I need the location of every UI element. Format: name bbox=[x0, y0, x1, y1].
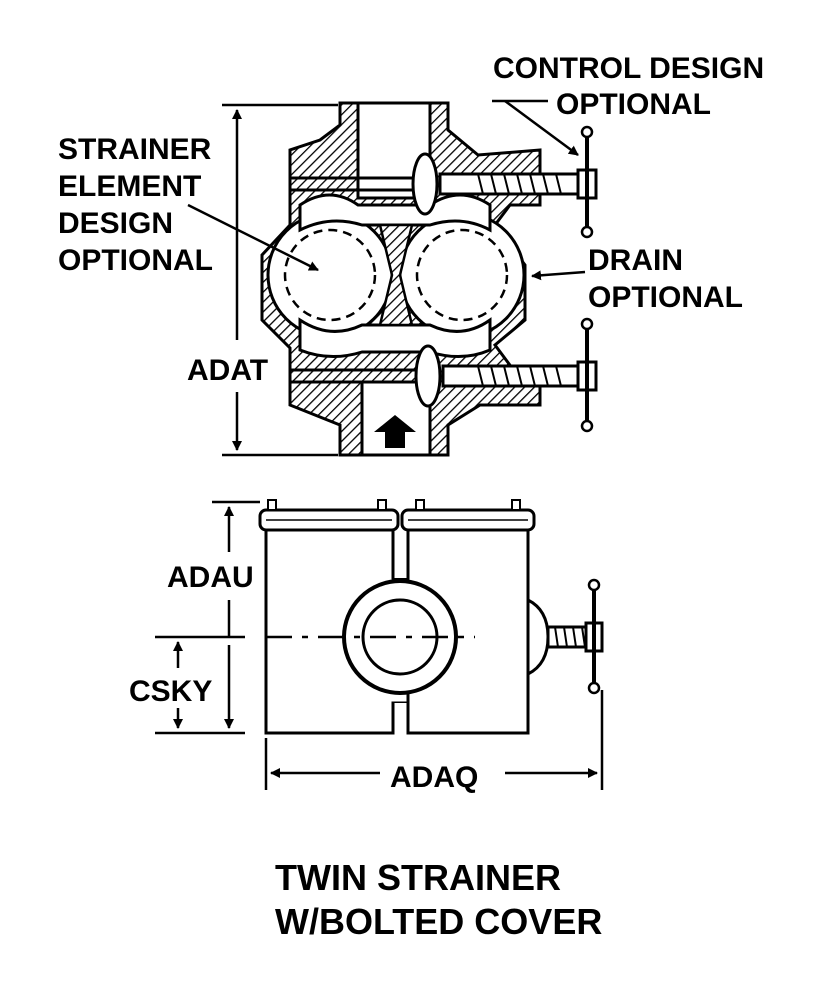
front-view bbox=[155, 499, 604, 790]
left-strainer-element bbox=[283, 228, 377, 322]
flow-arrow bbox=[374, 415, 416, 448]
adat-label: ADAT bbox=[187, 354, 268, 387]
design-label: DESIGN bbox=[58, 207, 173, 240]
control-leader-2 bbox=[504, 99, 579, 157]
upper-neck bbox=[298, 193, 492, 233]
strainer-label: STRAINER bbox=[58, 133, 212, 166]
canister-gap bbox=[393, 528, 408, 578]
drain-leader bbox=[531, 270, 586, 281]
caption-line-2: W/BOLTED COVER bbox=[275, 901, 602, 942]
control-design-optional-label: OPTIONAL bbox=[556, 88, 711, 121]
adat-dimension bbox=[222, 103, 338, 457]
cover-bolt bbox=[267, 499, 277, 511]
upper-valve-stem bbox=[290, 125, 598, 239]
lower-neck bbox=[298, 317, 492, 359]
strainer-leader bbox=[187, 203, 319, 272]
center-divider bbox=[378, 223, 414, 327]
csky-label: CSKY bbox=[129, 675, 212, 708]
cover-bolt bbox=[511, 499, 521, 511]
right-chamber bbox=[398, 211, 526, 339]
section-view bbox=[187, 99, 598, 457]
cover-bolt bbox=[377, 499, 387, 511]
adaq-dimension bbox=[264, 690, 604, 790]
drain-label: DRAIN bbox=[588, 244, 683, 277]
adaq-label: ADAQ bbox=[390, 761, 478, 794]
control-design-label: CONTROL DESIGN bbox=[493, 52, 764, 85]
side-valve bbox=[526, 578, 604, 695]
element-label: ELEMENT bbox=[58, 170, 201, 203]
drain-optional-label: OPTIONAL bbox=[588, 281, 743, 314]
caption-line-1: TWIN STRAINER bbox=[275, 857, 561, 898]
adau-label: ADAU bbox=[167, 561, 254, 594]
adau-dimension bbox=[155, 500, 260, 735]
cover-bolt bbox=[415, 499, 425, 511]
lower-valve-stem bbox=[290, 317, 598, 433]
right-strainer-element bbox=[415, 228, 509, 322]
strainer-optional-label: OPTIONAL bbox=[58, 244, 213, 277]
left-chamber bbox=[266, 211, 394, 339]
